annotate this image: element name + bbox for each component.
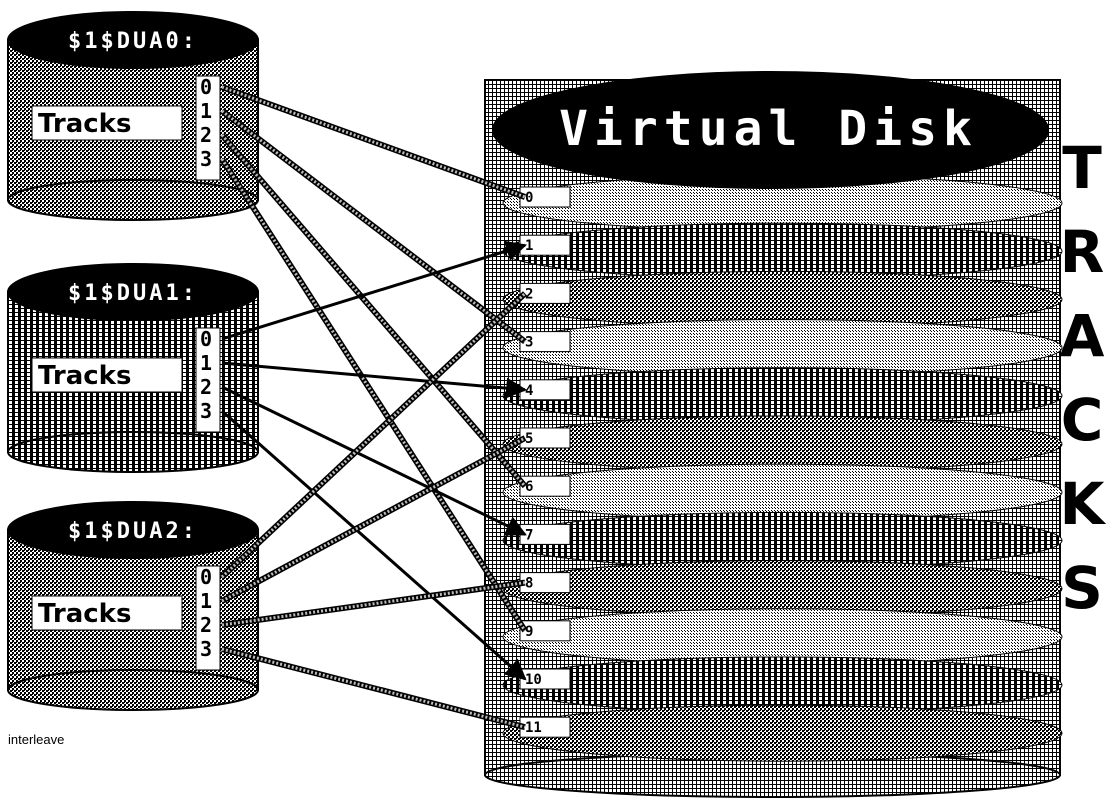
tracks-label-box — [31, 105, 183, 141]
virtual-track-number: 8 — [525, 576, 533, 592]
virtual-disk-title: Virtual Disk — [559, 101, 978, 157]
disk-track-number: 1 — [200, 589, 212, 613]
mapping-line — [221, 647, 526, 729]
interleave-caption: interleave — [8, 732, 65, 747]
virtual-track-band — [502, 511, 1063, 569]
side-letter: T — [1062, 134, 1102, 202]
virtual-track-box — [519, 282, 571, 304]
mapping-line — [220, 158, 527, 632]
side-letter: S — [1061, 554, 1103, 622]
tracks-label-box — [31, 357, 183, 393]
disk-name: $1$DUA1: — [68, 281, 198, 306]
virtual-track-band — [502, 415, 1063, 473]
disk-track-number: 0 — [200, 565, 212, 589]
mapping-line — [220, 134, 527, 488]
mapping-arrow — [221, 385, 527, 536]
disk-bottom — [7, 179, 259, 221]
disk-track-number: 2 — [200, 375, 212, 399]
tracks-label: Tracks — [38, 109, 131, 139]
disk-bottom — [7, 431, 259, 473]
virtual-disk-top — [492, 71, 1049, 189]
virtual-track-number: 0 — [525, 190, 533, 206]
disk-track-number: 3 — [200, 399, 212, 423]
virtual-track-number: 6 — [525, 479, 533, 495]
disk-track-number: 0 — [200, 75, 212, 99]
side-letter: C — [1061, 386, 1104, 454]
disk-track-number: 1 — [200, 99, 212, 123]
disk-track-number: 1 — [200, 351, 212, 375]
disk-track-number: 2 — [200, 613, 212, 637]
disk-track-number: 0 — [200, 327, 212, 351]
mapping-line — [221, 436, 526, 603]
mapping-line — [221, 109, 526, 343]
disk-track-number: 3 — [200, 637, 212, 661]
virtual-track-box — [519, 620, 571, 642]
virtual-track-band — [502, 656, 1063, 714]
side-letter: K — [1060, 470, 1107, 538]
virtual-track-number: 9 — [525, 624, 533, 640]
virtual-track-band — [502, 367, 1063, 425]
virtual-track-number: 3 — [525, 335, 533, 351]
virtual-track-number: 10 — [525, 672, 542, 688]
disk-top — [7, 263, 259, 321]
side-letter: A — [1060, 302, 1105, 370]
tracks-label-box — [31, 595, 183, 631]
disk-top — [7, 11, 259, 69]
virtual-track-number: 5 — [525, 431, 533, 447]
side-letter: R — [1060, 218, 1105, 286]
virtual-track-band — [502, 222, 1063, 280]
virtual-track-number: 1 — [525, 238, 533, 254]
virtual-track-band — [502, 608, 1063, 666]
disk-top — [7, 501, 259, 559]
virtual-track-band — [502, 319, 1063, 377]
virtual-track-box — [519, 475, 571, 497]
mapping-arrow — [221, 409, 527, 681]
disk-name: $1$DUA0: — [68, 29, 198, 54]
mapping-lines — [219, 84, 528, 731]
virtual-track-number: 7 — [525, 527, 533, 543]
virtual-track-band — [502, 463, 1063, 521]
mapping-line — [221, 581, 526, 627]
tracks-label: Tracks — [38, 361, 131, 391]
virtual-track-box — [519, 331, 571, 353]
virtual-track-number: 4 — [525, 383, 533, 399]
mapping-line — [220, 292, 527, 579]
virtual-track-number: 2 — [525, 286, 533, 302]
mapping-arrow — [221, 361, 528, 399]
disk-track-number: 2 — [200, 123, 212, 147]
virtual-disk: 0 1 2 3 4 5 6 7 8 9 10 11 Virtual Disk — [484, 71, 1063, 798]
physical-disks: $1$DUA0:Tracks0123$1$DUA1:Tracks0123$1$D… — [7, 11, 259, 711]
virtual-track-band — [502, 560, 1063, 618]
track-number-column — [195, 75, 221, 181]
mapping-arrow — [221, 240, 528, 341]
track-number-column — [195, 565, 221, 671]
disk-name: $1$DUA2: — [68, 519, 198, 544]
disk-track-number: 3 — [200, 147, 212, 171]
virtual-track-number: 11 — [525, 720, 542, 736]
disk-bottom — [7, 669, 259, 711]
virtual-track-band — [502, 270, 1063, 328]
virtual-track-band — [502, 704, 1063, 762]
track-number-column — [195, 327, 221, 433]
tracks-label: Tracks — [38, 599, 131, 629]
mapping-line — [221, 85, 526, 199]
